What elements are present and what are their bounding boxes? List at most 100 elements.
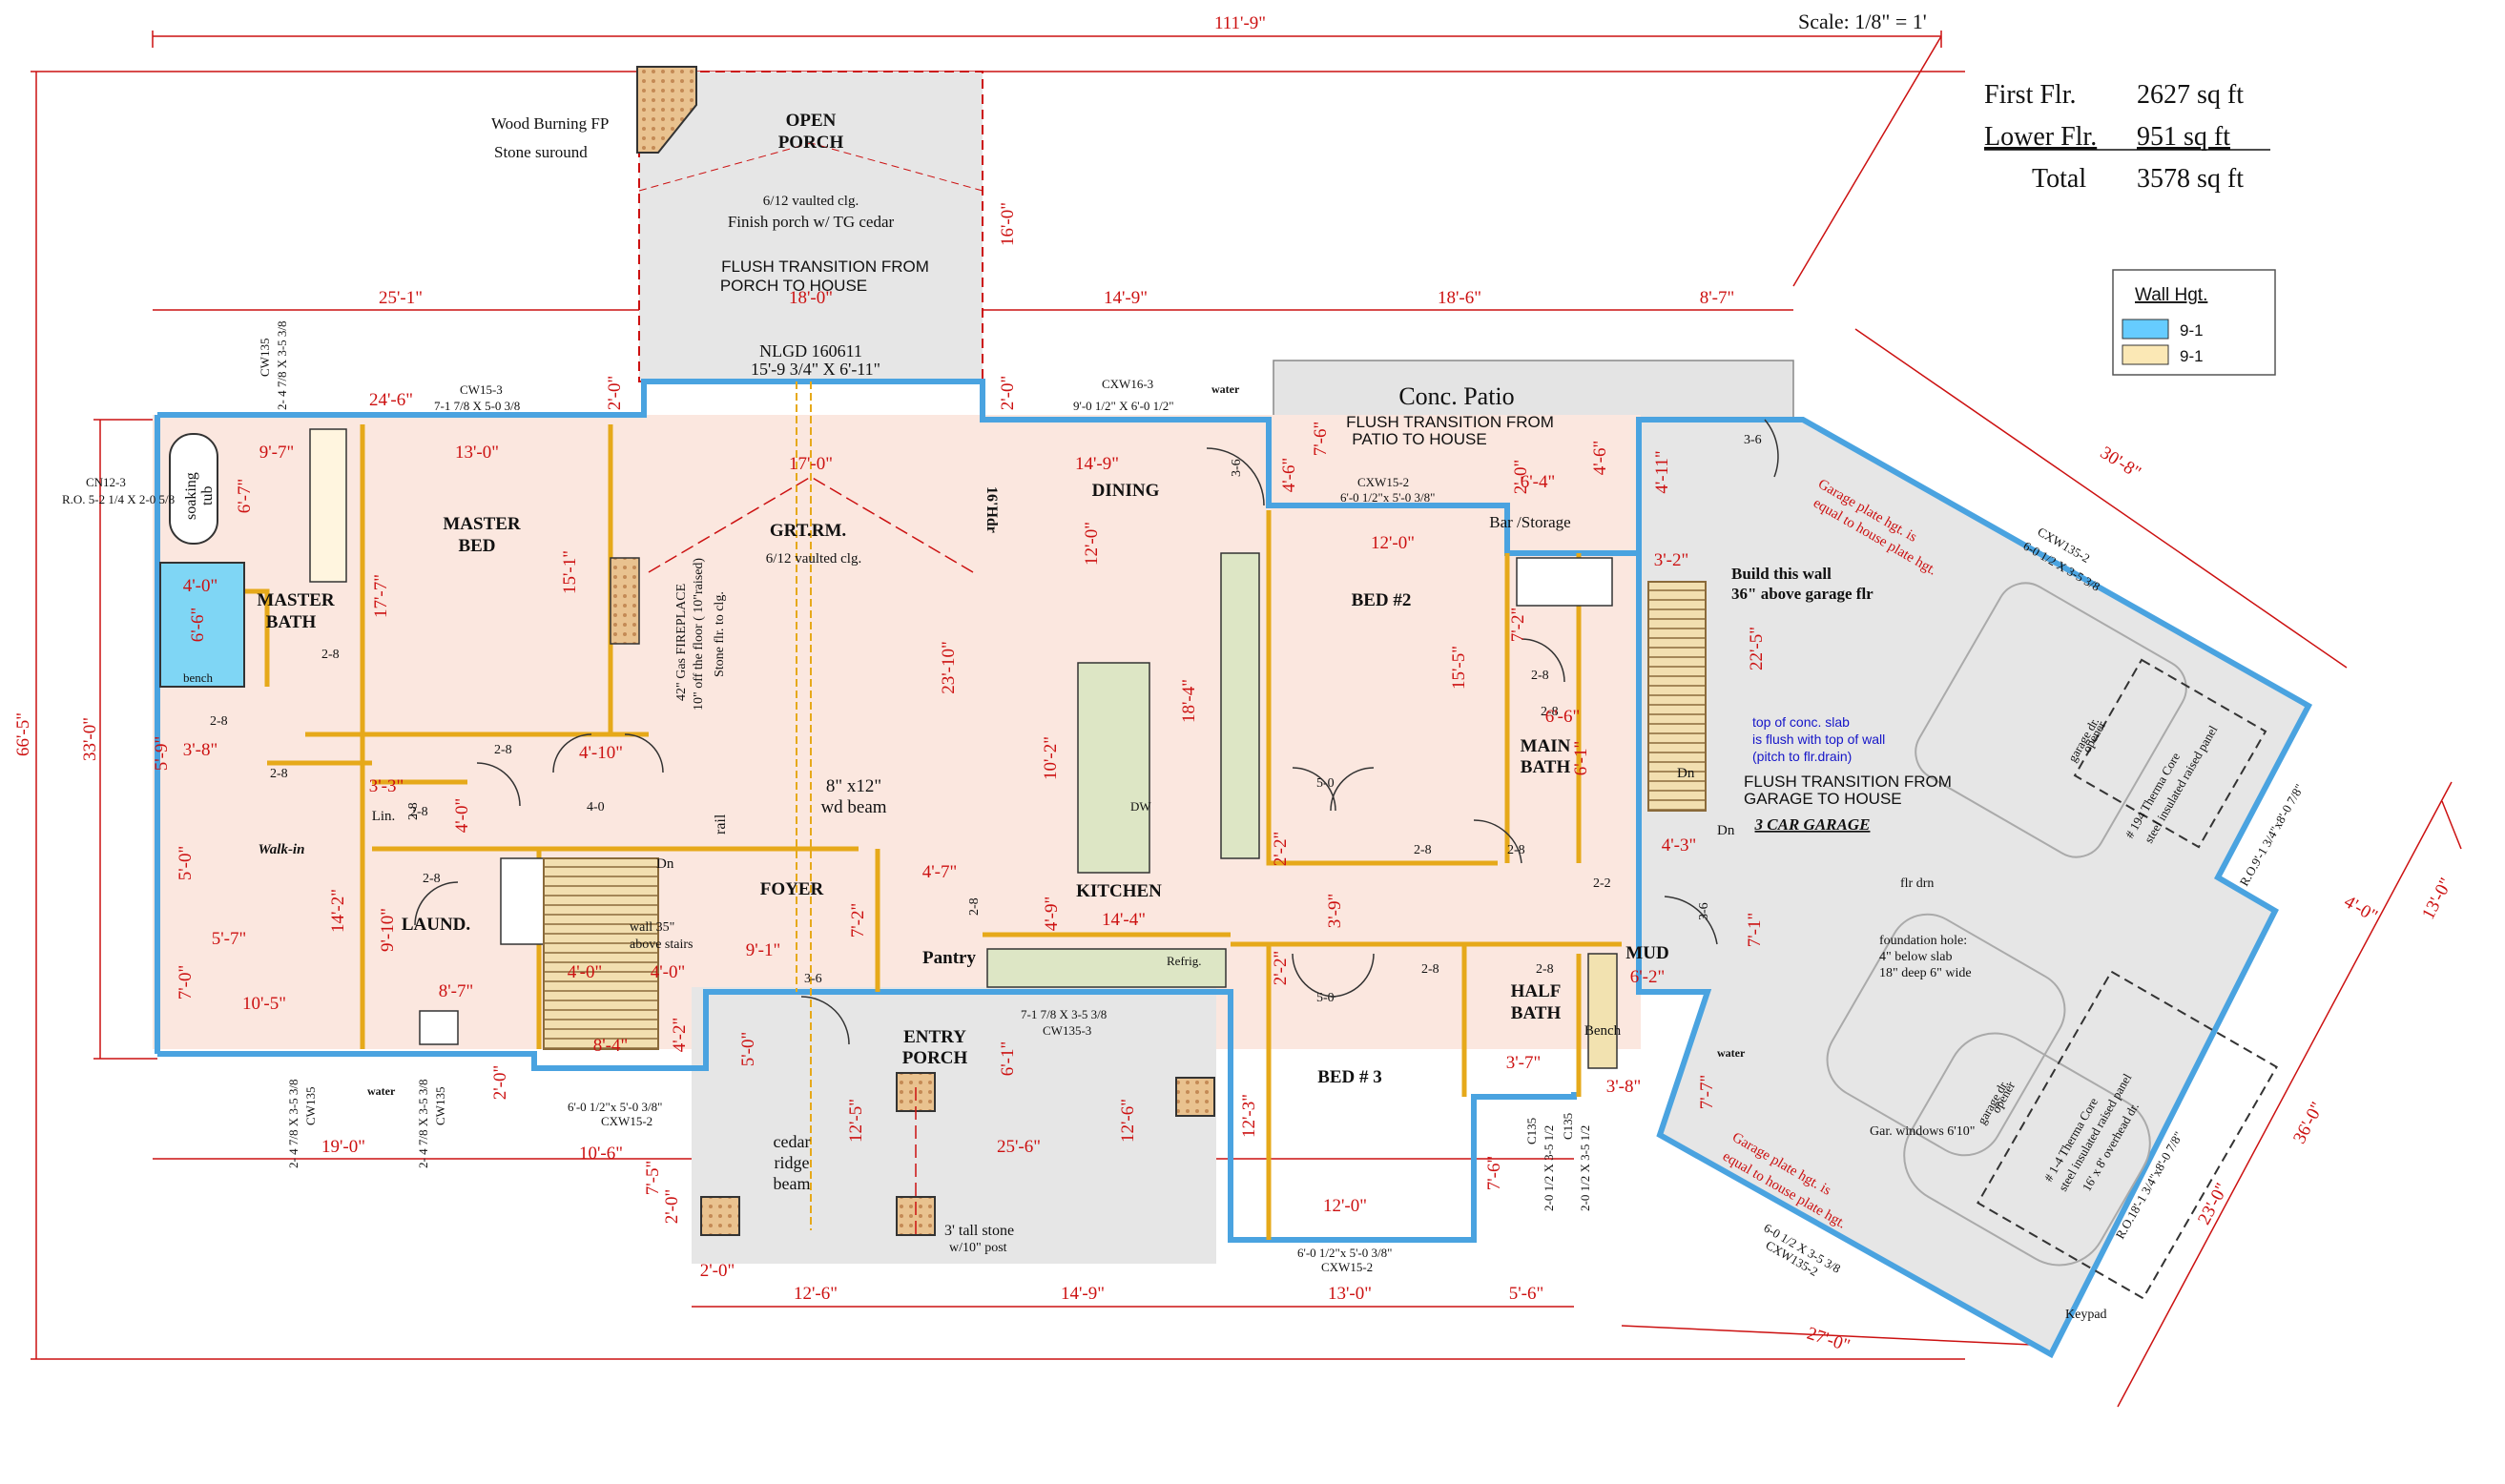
soaking-tub-note-2: tub: [199, 486, 216, 505]
window-cxw15-2a-b: 6'-0 1/2"x 5'-0 3/8": [1340, 490, 1435, 505]
cedar-beam-note-1: cedar: [774, 1132, 811, 1151]
master-bed-label-1: MASTER: [443, 514, 521, 534]
build-wall-note-2: 36" above garage flr: [1731, 585, 1874, 603]
window-c135b-a: C135: [1561, 1113, 1575, 1140]
dim-4-0b: 4'-0": [452, 798, 472, 834]
garage-floor: [1636, 417, 2313, 1359]
door-tag: 3-6: [1230, 459, 1244, 477]
first-floor-value: 2627 sq ft: [2137, 80, 2244, 110]
legend-swatch-1: [2122, 319, 2169, 340]
dim-7-2b: 7'-2": [848, 903, 868, 938]
entry-porch-label-2: PORCH: [902, 1048, 968, 1068]
foundation-note-3: 18" deep 6" wide: [1879, 966, 1972, 980]
dim-10-6: 10'-6": [579, 1144, 623, 1164]
dim-22-5: 22'-5": [1747, 627, 1767, 670]
nlgd-note-1: NLGD 160611: [759, 341, 862, 361]
kitchen-island: [1077, 662, 1150, 874]
dining-label: DINING: [1092, 481, 1160, 501]
soaking-tub: [169, 433, 218, 545]
bed2-label: BED #2: [1352, 590, 1412, 610]
dim-5-9: 5'-9": [152, 736, 172, 772]
door-tag: 4-0: [587, 800, 605, 814]
outer-dimensions: [31, 31, 2462, 1408]
gas-fp-note-1: 42" Gas FIREPLACE: [674, 584, 689, 701]
dim-5-0: 5'-0": [176, 846, 196, 881]
house-floor: [153, 415, 1641, 1264]
laundry-label: LAUND.: [402, 915, 470, 935]
master-bath-label-1: MASTER: [257, 590, 335, 610]
window-cn12-3-a: CN12-3: [86, 475, 126, 489]
dim-4-10: 4'-10": [579, 743, 623, 763]
main-bath-tub: [1516, 557, 1613, 607]
dim-27-0: 27'-0": [1805, 1324, 1853, 1356]
window-cw135b-b: CW135: [303, 1087, 318, 1125]
dim-7-0: 7'-0": [176, 965, 196, 1000]
window-cw135a-b: 2- 4 7/8 X 3-5 3/8: [275, 320, 289, 410]
dim-36-0: 36'-0": [2289, 1099, 2328, 1146]
door-tag: 2-8: [1541, 705, 1559, 719]
garage-vehicles: [1826, 582, 2187, 1267]
window-cw135-3-b: CW135-3: [1043, 1023, 1091, 1038]
bar-storage-label: Bar /Storage: [1489, 513, 1570, 531]
beam-note-1: 8" x12": [826, 776, 881, 796]
scale-note: Scale: 1/8" = 1': [1798, 10, 1927, 33]
door-tag: 2-8: [1421, 962, 1439, 977]
dim-8-7: 8'-7": [1700, 288, 1735, 308]
refrig-note: Refrig.: [1167, 954, 1201, 968]
patio-flush-1: FLUSH TRANSITION FROM: [1346, 413, 1554, 431]
door-tag: 2-8: [1414, 843, 1432, 857]
half-bath-label-2: BATH: [1511, 1003, 1562, 1023]
cedar-beam-note-2: ridge: [775, 1153, 810, 1172]
main-bath-label-1: MAIN: [1521, 736, 1571, 756]
dim-16-0: 16'-0": [998, 202, 1018, 246]
window-cxw15-2b-a: 6'-0 1/2"x 5'-0 3/8": [568, 1100, 662, 1114]
garage-label: 3 CAR GARAGE: [1754, 815, 1871, 834]
dim-7-5: 7'-5": [643, 1161, 663, 1196]
garage-stairs: [1647, 581, 1707, 812]
slab-note-2: is flush with top of wall: [1752, 732, 1885, 747]
window-cxw15-2b-b: CXW15-2: [601, 1114, 652, 1128]
door-tag: 2-2: [1593, 876, 1611, 891]
outdoor-fp-note-2: Stone suround: [494, 143, 588, 161]
open-porch-flush-1: FLUSH TRANSITION FROM: [721, 258, 929, 276]
dim-4-7: 4'-7": [922, 862, 958, 882]
dim-6-6: 6'-6": [188, 608, 208, 643]
master-bed-label-2: BED: [458, 536, 495, 556]
door-tag: 2-8: [494, 743, 512, 757]
door-tag: 2-8: [1507, 843, 1525, 857]
dim-6-4: 6'-4": [1521, 472, 1556, 492]
dim-8-4: 8'-4": [593, 1036, 629, 1056]
nlgd-note-2: 15'-9 3/4" X 6'-11": [751, 360, 880, 379]
dim-4-3: 4'-3": [1662, 835, 1697, 855]
dim-overall-width: 111'-9": [1214, 13, 1266, 33]
garage-flush-1: FLUSH TRANSITION FROM: [1744, 773, 1952, 791]
total-label: Total: [2032, 164, 2086, 194]
dim-15-1: 15'-1": [560, 550, 580, 594]
area-table: First Flr. 2627 sq ft Lower Flr. 951 sq …: [1984, 80, 2270, 194]
dim-17-0: 17'-0": [789, 454, 833, 474]
room-labels: OPEN PORCH 6/12 vaulted clg. Finish porc…: [257, 111, 1870, 1087]
open-porch-note-1: 6/12 vaulted clg.: [763, 194, 859, 209]
dim-4-0c: 4'-0": [568, 962, 603, 982]
dim-24-6: 24'-6": [369, 390, 413, 410]
first-floor-label: First Flr.: [1984, 80, 2076, 110]
dim-10-2: 10'-2": [1041, 736, 1061, 780]
window-cw135c-b: CW135: [433, 1087, 447, 1125]
fixtures: [159, 428, 1618, 1069]
door-tag: 2-8: [1536, 962, 1554, 977]
window-cxw15-2c-b: CXW15-2: [1321, 1260, 1373, 1274]
dim-18-4: 18'-4": [1179, 679, 1199, 723]
dim-14-9b: 14'-9": [1075, 454, 1119, 474]
dim-4-0: 4'-0": [183, 576, 218, 596]
mud-label: MUD: [1625, 943, 1668, 963]
window-cxw16-3-b: 9'-0 1/2" X 6'-0 1/2": [1073, 399, 1174, 413]
master-vanity: [309, 428, 347, 583]
window-cw135b-a: 2- 4 7/8 X 3-5 3/8: [286, 1079, 300, 1168]
bench-label: Bench: [1584, 1023, 1622, 1039]
open-porch-label-1: OPEN: [786, 111, 837, 131]
door-tag: 2-8: [406, 802, 421, 820]
dim-4-9: 4'-9": [1042, 897, 1062, 932]
dim-14-9c: 14'-9": [1061, 1284, 1105, 1304]
master-bath-label-2: BATH: [266, 612, 317, 632]
